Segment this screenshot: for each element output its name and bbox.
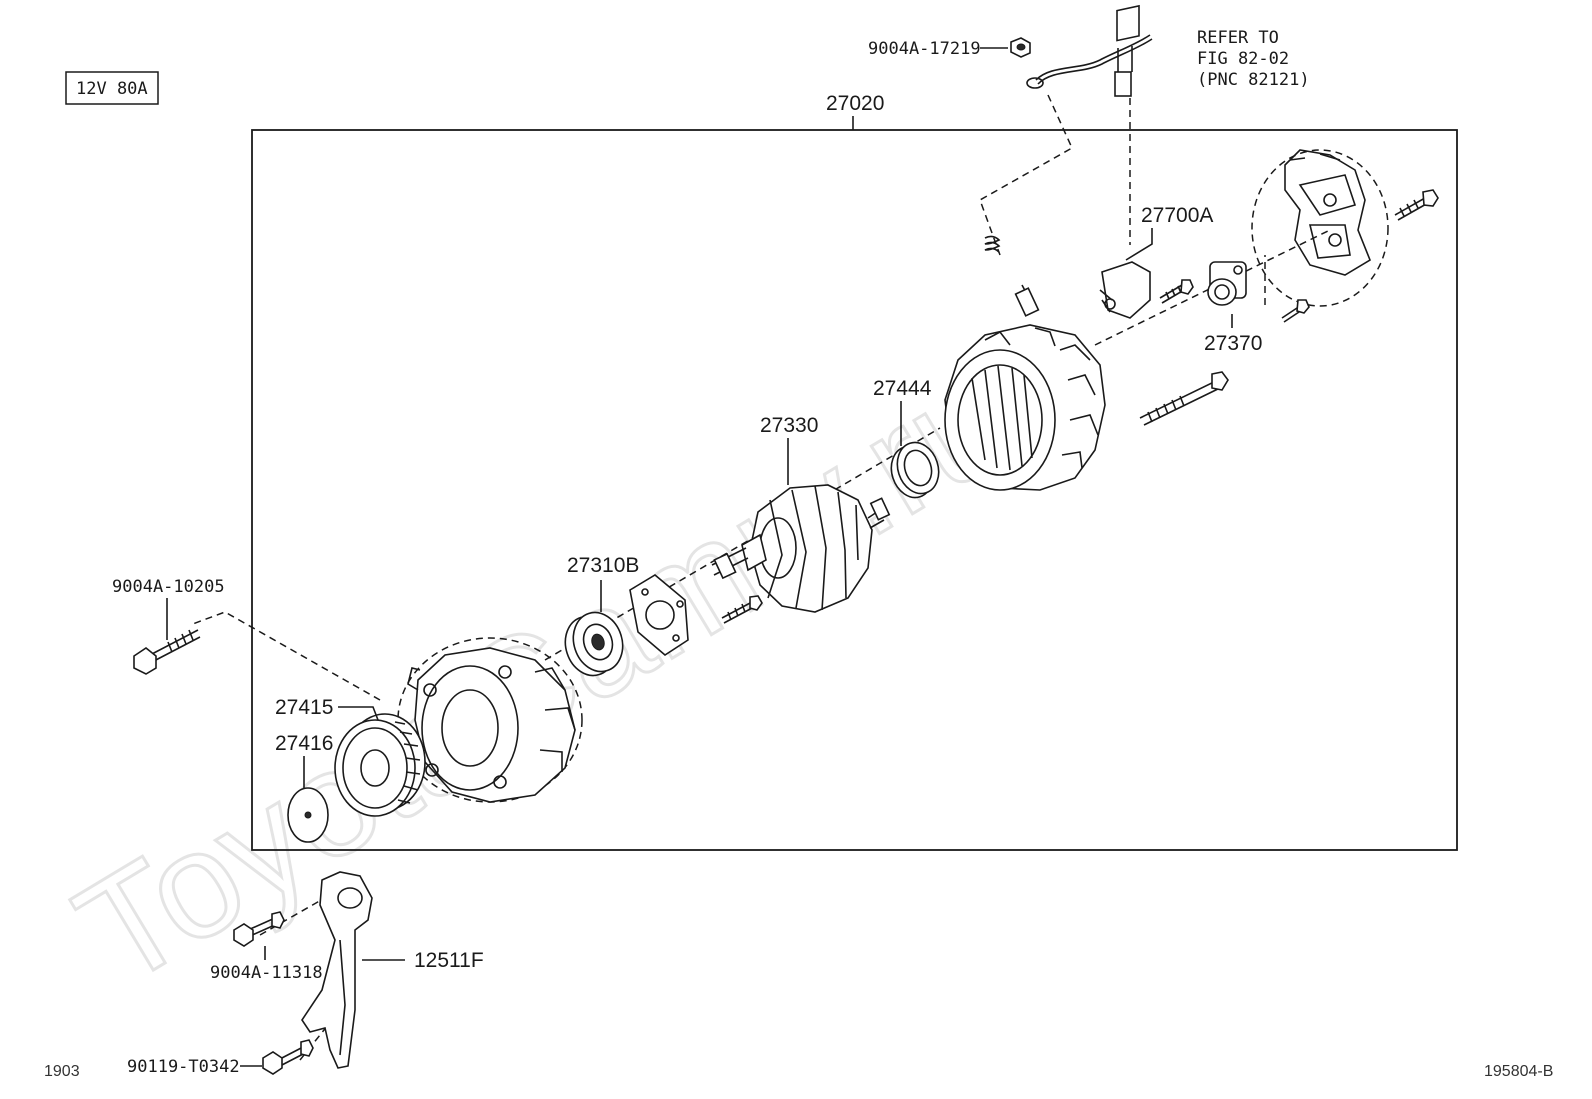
long-bolt-dashed-path bbox=[189, 611, 381, 701]
brush-holder-part-label: 27370 bbox=[1204, 332, 1262, 355]
regulator-screw-icon bbox=[1159, 279, 1194, 304]
terminal-spring-icon bbox=[984, 235, 1040, 317]
rear-cover-screw-icon bbox=[1394, 189, 1439, 221]
front-bearing-icon bbox=[564, 611, 624, 677]
front-housing bbox=[397, 637, 583, 803]
spec-badge-text: 12V 80A bbox=[76, 79, 148, 99]
figure-code: 195804-B bbox=[1484, 1063, 1553, 1080]
reference-line-1: REFER TO bbox=[1197, 28, 1279, 48]
nut-top-icon bbox=[1010, 37, 1031, 58]
long-bolt-icon bbox=[133, 629, 201, 675]
bearing-retainer-icon bbox=[890, 441, 940, 499]
bracket-bolt-label: 9004A-11318 bbox=[210, 963, 323, 983]
brush-holder-icon bbox=[1207, 261, 1247, 306]
through-bolt-icon bbox=[1139, 371, 1229, 426]
bracket-bolt-icon bbox=[233, 911, 285, 947]
pulley-cap-part-label: 27416 bbox=[275, 732, 333, 755]
spec-badge: 12V 80A bbox=[65, 71, 159, 105]
rotor-screw-icon bbox=[721, 595, 763, 624]
reference-line-2: FIG 82-02 bbox=[1197, 49, 1289, 69]
reference-line-3: (PNC 82121) bbox=[1197, 70, 1310, 90]
front-bearing-part-label: 27310B bbox=[567, 554, 639, 577]
regulator-leader bbox=[1125, 228, 1153, 261]
page-code: 1903 bbox=[44, 1063, 80, 1080]
bracket-icon bbox=[301, 871, 373, 1069]
rotor-part-label: 27330 bbox=[760, 414, 818, 437]
rear-axis-dashed bbox=[1094, 229, 1331, 346]
pulley-icon bbox=[334, 713, 426, 817]
bearing-plate-icon bbox=[629, 574, 689, 656]
harness-wire bbox=[1026, 34, 1153, 97]
harness-dashed-path bbox=[979, 94, 1073, 256]
pulley-leader bbox=[338, 706, 379, 721]
stator-housing bbox=[944, 324, 1106, 491]
bottom-bolt-icon bbox=[262, 1039, 314, 1075]
assembly-frame bbox=[251, 129, 1458, 851]
bearing-retainer-part-label: 27444 bbox=[873, 377, 932, 400]
pulley-cap-icon bbox=[287, 787, 329, 843]
long-bolt-label: 9004A-10205 bbox=[112, 577, 225, 597]
brush-holder-screw-icon bbox=[1281, 299, 1310, 323]
bottom-bolt-label: 90119-T0342 bbox=[127, 1057, 240, 1077]
pulley-part-label: 27415 bbox=[275, 696, 333, 719]
assembly-part-number: 27020 bbox=[826, 92, 884, 115]
nut-top-label: 9004A-17219 bbox=[868, 39, 981, 59]
bracket-part-label: 12511F bbox=[414, 949, 484, 972]
rotor-icon bbox=[711, 484, 891, 613]
rear-cover bbox=[1251, 149, 1389, 307]
regulator-part-label: 27700A bbox=[1141, 204, 1213, 227]
regulator-icon bbox=[1099, 4, 1151, 319]
bracket-bolt-dashed bbox=[259, 894, 331, 936]
